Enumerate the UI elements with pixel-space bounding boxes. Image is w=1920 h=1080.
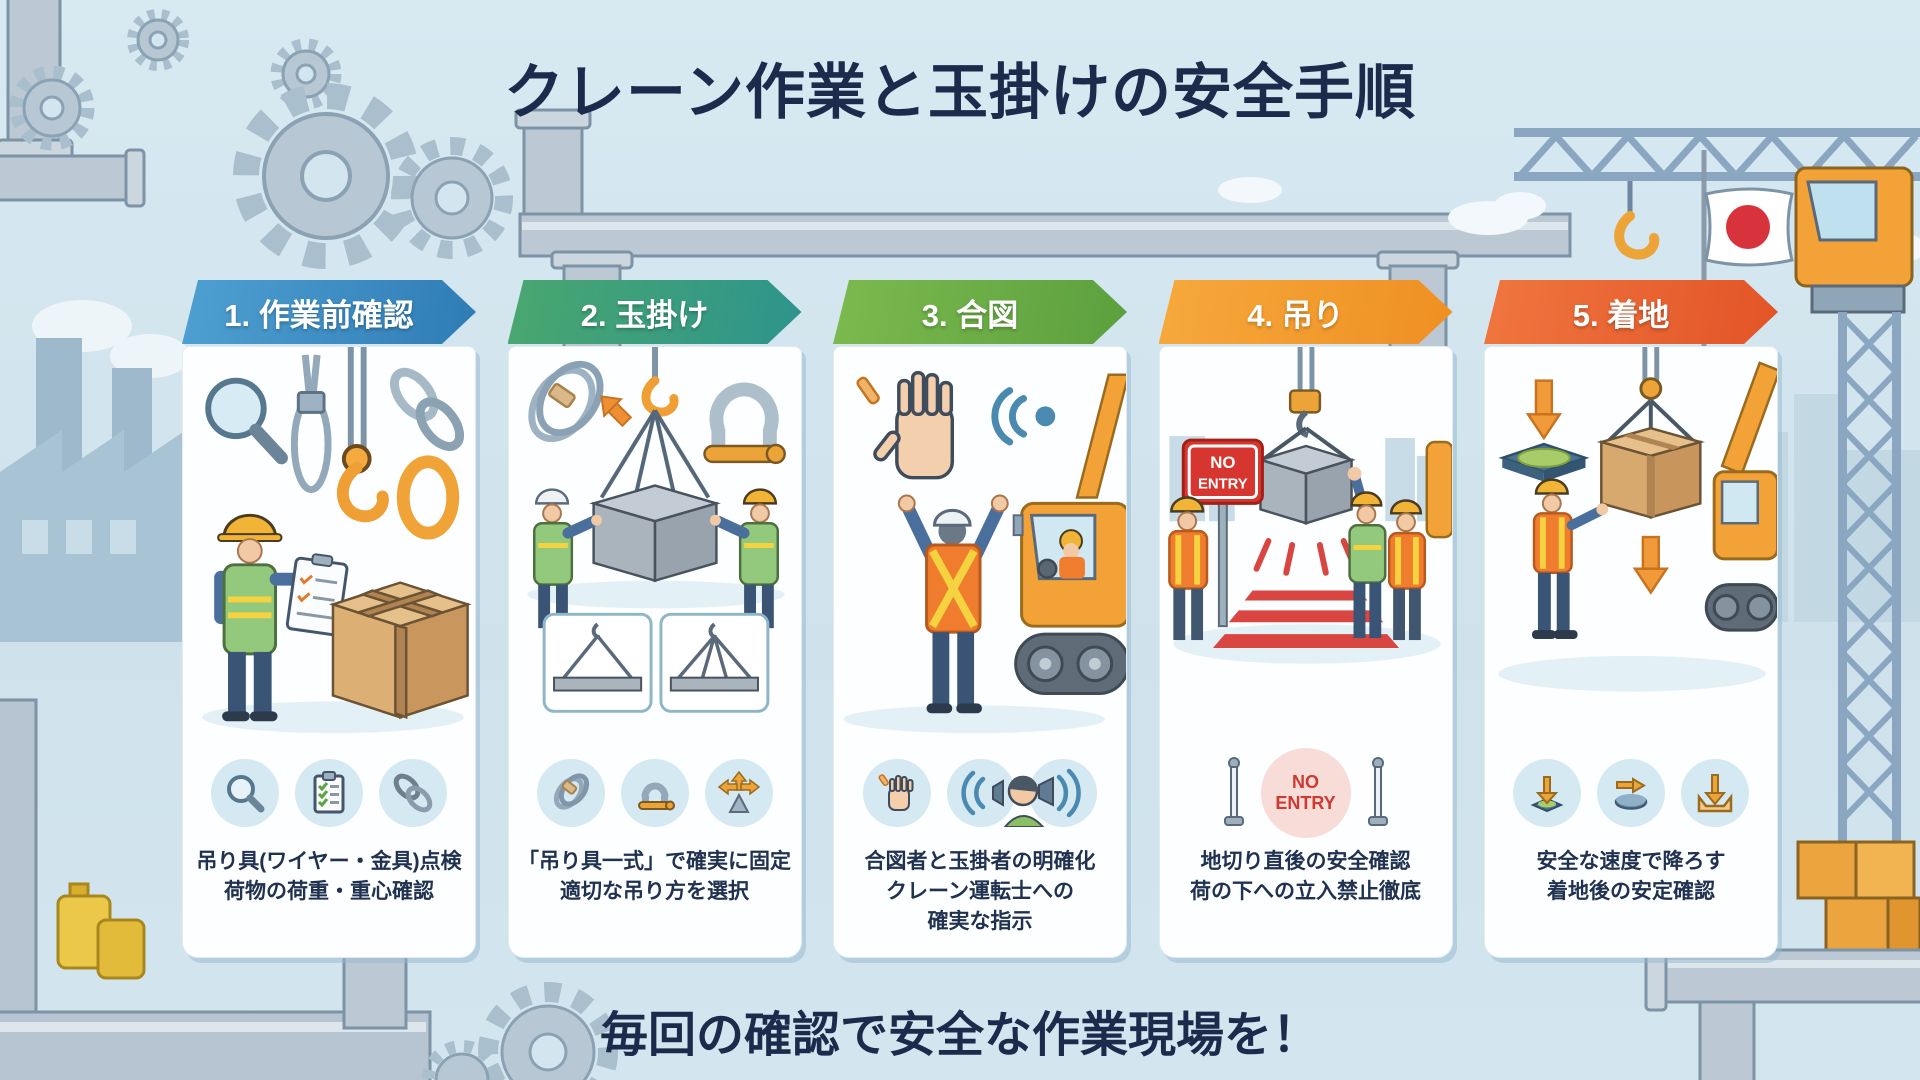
step5-icon-row [1485, 743, 1777, 843]
step1-banner: 1. 作業前確認 [182, 280, 476, 344]
no-entry-sign: NO ENTRY [1181, 438, 1264, 628]
shackle-icon [620, 759, 689, 827]
landing-pad-arrow-icon [1513, 759, 1581, 827]
sling-lines [599, 409, 710, 499]
illustration-precheck [183, 347, 475, 743]
no-entry-barrier-icon: NO ENTRY [1260, 748, 1351, 838]
yellow-cans [56, 882, 146, 980]
step5-banner: 5. 着地 [1484, 280, 1778, 344]
step3-card: 合図者と玉掛者の明確化 クレーン運転士への 確実な指示 [833, 346, 1127, 958]
illustration-landing [1485, 347, 1777, 743]
arrow-down-right [599, 395, 632, 428]
step3-banner: 3. 合図 [833, 280, 1127, 344]
step-column-2: 2. 玉掛け [507, 280, 802, 958]
crates [1796, 840, 1920, 960]
step4-caption: 地切り直後の安全確認 荷の下への立入禁止徹底 [1190, 850, 1421, 903]
landing-pad [1498, 442, 1590, 482]
magnifier-icon [211, 759, 279, 827]
signal-hand-icon [863, 759, 931, 827]
step-column-1: 1. 作業前確認 [182, 280, 476, 958]
step5-caption: 安全な速度で降ろす 着地後の安定確認 [1536, 850, 1726, 903]
hook-illustration [336, 347, 389, 523]
landing-worker [1532, 478, 1609, 640]
master-link-illustration [396, 455, 460, 540]
japan-flag [1704, 187, 1794, 267]
floor-stripes [1212, 590, 1399, 648]
hitch-diagram-choker [658, 612, 769, 713]
page-title: クレーン作業と玉掛けの安全手順 [504, 59, 1416, 126]
pencil-mark [856, 376, 880, 405]
svg-text:ENTRY: ENTRY [1197, 477, 1247, 493]
footer-slogan: 毎回の確認で安全な作業現場を！ [599, 1009, 1320, 1062]
step3-icon-row [834, 743, 1126, 843]
rigger-left [532, 488, 602, 629]
rope-icon [536, 759, 605, 827]
signal-hand-illustration [873, 371, 955, 480]
set-down-arrow-icon [1681, 759, 1749, 827]
step2-banner: 2. 玉掛け [508, 280, 802, 344]
step-column-5: 5. 着地 [1484, 280, 1778, 958]
worker-with-clipboard [214, 513, 349, 722]
step4-icon-row: NO ENTRY [1160, 743, 1452, 843]
shackle-illustration [702, 382, 786, 465]
mobile-crane [1704, 361, 1777, 632]
cardboard-box [328, 581, 472, 720]
worker-observer [1387, 499, 1426, 641]
gears-top-left [9, 9, 513, 269]
crane-operator-cab [1012, 373, 1126, 695]
chain-illustration [389, 367, 465, 451]
magnifier-illustration [205, 377, 288, 465]
signal-worker [897, 494, 1009, 714]
step1-icon-row [183, 743, 475, 843]
direction-arrows-icon [704, 759, 773, 827]
worker-pointing [1347, 466, 1386, 639]
illustration-signal [834, 347, 1126, 743]
voice-signal-icon [947, 759, 1097, 827]
step5-card: 安全な速度で降ろす 着地後の安定確認 [1484, 346, 1778, 958]
hitch-diagram-basket [542, 612, 653, 713]
gears-bottom [422, 982, 618, 1080]
step4-banner: 4. 吊り [1159, 280, 1453, 344]
warning-rays [1253, 538, 1358, 576]
step-column-3: 3. 合図 [833, 280, 1127, 958]
step4-card: NO ENTRY [1158, 346, 1453, 958]
tower-crane [1514, 128, 1920, 852]
step2-caption: 「吊り具一式」で確実に固定 適切な吊り方を選択 [518, 850, 791, 903]
crane-hook-icon [1614, 211, 1660, 260]
step3-caption: 合図者と玉掛者の明確化 クレーン運転士への 確実な指示 [864, 850, 1096, 933]
factory-silhouette [0, 300, 200, 642]
arrow-down-below-box [1632, 535, 1669, 595]
stanchion-right-icon [1367, 757, 1388, 826]
arrow-down-to-pad [1525, 379, 1563, 441]
hoist-and-load [1255, 347, 1356, 525]
hoist-box [1596, 347, 1705, 519]
pipes-bottom-right [1644, 940, 1920, 1080]
step2-card: 「吊り具一式」で確実に固定 適切な吊り方を選択 [507, 346, 802, 958]
step-column-4: 4. 吊り [1158, 280, 1453, 958]
rope-coil-illustration [527, 360, 604, 443]
illustration-lifting: NO ENTRY [1160, 347, 1452, 743]
step1-card: 吊り具(ワイヤー・金具)点検 荷物の荷重・重心確認 [182, 346, 476, 958]
svg-text:NO: NO [1210, 453, 1235, 472]
stanchion-left-icon [1223, 757, 1244, 826]
pipes-bottom-left [0, 698, 432, 1080]
wire-sling-illustration [290, 354, 332, 494]
step2-icon-row [509, 743, 801, 843]
watcher-left [1167, 496, 1208, 641]
pad-move-icon [1597, 759, 1665, 827]
crane-truck-hint [1425, 440, 1452, 539]
steps-row: 1. 作業前確認 [182, 280, 1778, 958]
chain-icon [379, 759, 447, 827]
rigger-right [709, 488, 779, 629]
load-block [588, 484, 721, 583]
illustration-rigging [509, 347, 801, 743]
hook-illustration [641, 376, 679, 417]
step1-caption: 吊り具(ワイヤー・金具)点検 荷物の荷重・重心確認 [196, 850, 462, 903]
checklist-icon [295, 759, 363, 827]
signal-waves [991, 387, 1028, 446]
